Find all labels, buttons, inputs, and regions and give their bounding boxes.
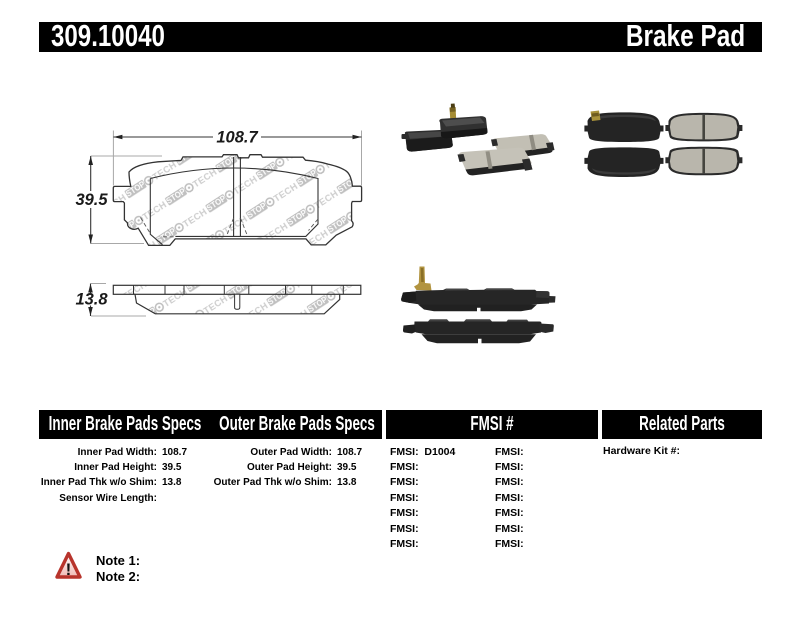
svg-text:13.8: 13.8	[75, 291, 108, 309]
svg-text:39.5: 39.5	[75, 191, 108, 209]
svg-text:108.7: 108.7	[216, 129, 258, 147]
svg-text:!: !	[66, 560, 72, 579]
